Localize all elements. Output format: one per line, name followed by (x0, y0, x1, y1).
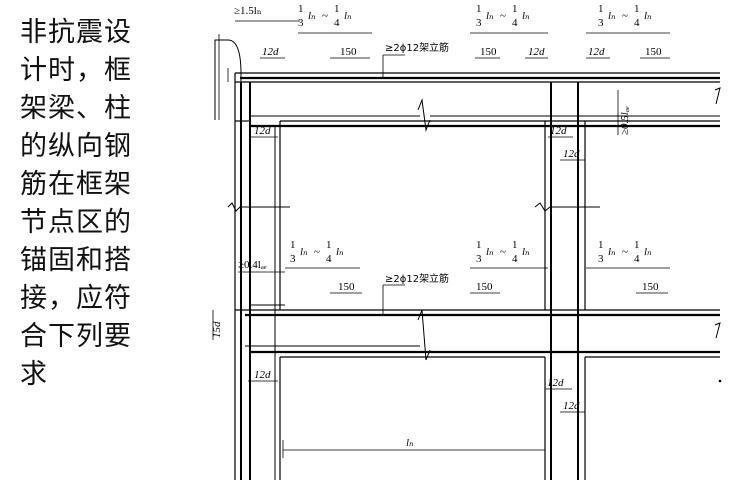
frac-num: 1 (290, 239, 296, 251)
dim-150: 150 (480, 46, 497, 58)
caption-line: 锚固和搭 (20, 245, 132, 276)
ln-symbol: lₙ (344, 10, 352, 22)
ln-symbol: lₙ (608, 10, 616, 22)
frac-den: 4 (634, 253, 640, 265)
frac-num: 1 (476, 239, 482, 251)
dim-150: 150 (476, 281, 493, 293)
frac-num: 1 (634, 239, 640, 251)
frac-num: 1 (598, 3, 604, 15)
frac-den: 4 (634, 17, 640, 29)
caption-line: 节点区的 (20, 207, 132, 238)
tilde: ~ (622, 10, 628, 22)
dim-15d: 15d (211, 321, 223, 338)
dim-12d: 12d (563, 400, 580, 412)
dim-150: 150 (340, 46, 357, 58)
caption-line: 计时，框 (20, 55, 132, 86)
half-lab-label: ≥0.5lₐₑ (619, 106, 631, 135)
ln-symbol: lₙ (336, 246, 344, 258)
frac-den: 4 (326, 253, 332, 265)
frac-den: 3 (298, 17, 304, 29)
caption-text: 非抗震设 计时，框 架梁、柱 的纵向钢 筋在框架 节点区的 锚固和搭 接，应符 … (20, 14, 180, 394)
dim-12d: 12d (528, 46, 545, 58)
dim-12d: 12d (563, 148, 580, 160)
frac-den: 3 (598, 17, 604, 29)
caption-line: 接，应符 (20, 283, 132, 314)
frac-den: 3 (598, 253, 604, 265)
ln-symbol: lₙ (486, 10, 494, 22)
dim-150: 150 (338, 281, 355, 293)
frac-num: 1 (512, 239, 518, 251)
dim-12d: 12d (550, 125, 567, 137)
frac-den: 3 (476, 253, 482, 265)
frac-den: 4 (334, 17, 340, 29)
ln-symbol: lₙ (644, 246, 652, 258)
dim-150: 150 (642, 281, 659, 293)
anchor-04-label: ≥0.4lₐₑ (238, 259, 267, 271)
frac-num: 1 (334, 3, 340, 15)
caption-line: 筋在框架 (20, 169, 132, 200)
span-ln-label: lₙ (406, 437, 414, 449)
dim-12d: 12d (547, 377, 564, 389)
caption-line: 架梁、柱 (20, 93, 132, 124)
ln-symbol: lₙ (522, 246, 530, 258)
caption-line: 求 (20, 359, 48, 390)
frac-num: 1 (634, 3, 640, 15)
dim-12d: 12d (254, 125, 271, 137)
frac-num: 1 (476, 3, 482, 15)
ln-symbol: lₙ (308, 10, 316, 22)
ln-symbol: lₙ (608, 246, 616, 258)
frac-den: 3 (290, 253, 296, 265)
dim-12d: 12d (588, 46, 605, 58)
frac-den: 4 (512, 17, 518, 29)
caption-line: 非抗震设 (20, 17, 132, 48)
frac-num: 1 (598, 239, 604, 251)
tilde: ~ (322, 10, 328, 22)
top-anchor-label: ≥1.5lₙ (234, 5, 262, 17)
caption-line: 合下列要 (20, 321, 132, 352)
dim-150: 150 (645, 46, 662, 58)
tilde: ~ (314, 246, 320, 258)
frac-num: 1 (298, 3, 304, 15)
frac-den: 3 (476, 17, 482, 29)
caption-line: 的纵向钢 (20, 131, 132, 162)
erecting-bar-label: ≥2ϕ12架立筋 (385, 41, 449, 54)
erecting-bar-label: ≥2ϕ12架立筋 (385, 272, 449, 285)
dim-12d: 12d (254, 369, 271, 381)
ln-symbol: lₙ (300, 246, 308, 258)
frac-num: 1 (326, 239, 332, 251)
dim-12d: 12d (262, 46, 279, 58)
tilde: ~ (500, 246, 506, 258)
ln-symbol: lₙ (486, 246, 494, 258)
tilde: ~ (500, 10, 506, 22)
ln-symbol: lₙ (644, 10, 652, 22)
frac-den: 4 (512, 253, 518, 265)
ln-symbol: lₙ (522, 10, 530, 22)
top-hook-anchor (214, 39, 242, 120)
frac-num: 1 (512, 3, 518, 15)
tilde: ~ (622, 246, 628, 258)
